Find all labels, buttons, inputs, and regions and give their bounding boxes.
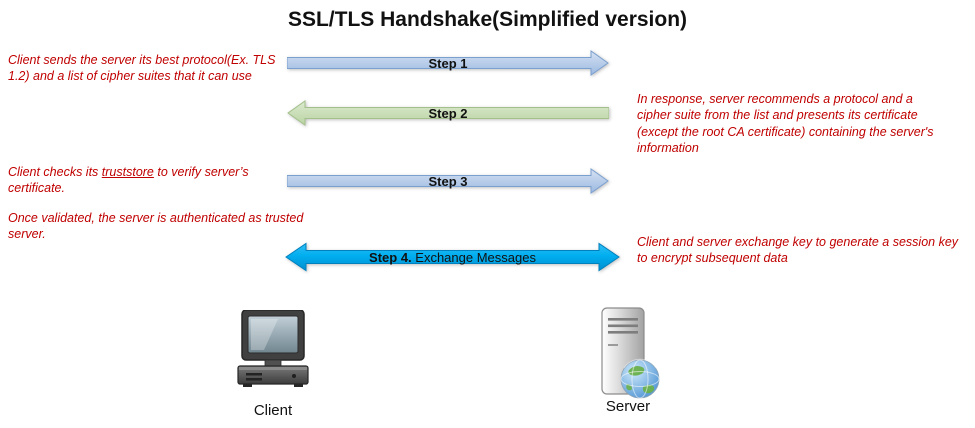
step4-arrow: Step 4. Exchange Messages bbox=[285, 242, 620, 272]
note-client-truststore: Client checks its truststore to verify s… bbox=[8, 164, 300, 197]
left-arrow-shape bbox=[287, 100, 609, 126]
client-label: Client bbox=[253, 402, 293, 419]
note-key-exchange: Client and server exchange key to genera… bbox=[637, 235, 959, 266]
note-truststore-post: to verify server’s certificate. bbox=[8, 165, 249, 196]
step1-arrow: Step 1 bbox=[287, 50, 609, 76]
diagram-title: SSL/TLS Handshake(Simplified version) bbox=[287, 8, 688, 31]
note-server-authenticated: Once validated, the server is authentica… bbox=[8, 211, 304, 242]
client-computer-icon bbox=[228, 309, 318, 405]
step3-arrow: Step 3 bbox=[287, 168, 609, 194]
server-label: Server bbox=[605, 398, 651, 415]
step1-label: Step 1 bbox=[428, 55, 468, 71]
note-truststore-pre: Client checks its bbox=[8, 165, 102, 179]
double-arrow-shape bbox=[285, 242, 620, 272]
step2-label: Step 2 bbox=[428, 105, 468, 121]
right-arrow-shape bbox=[287, 50, 609, 76]
step2-arrow: Step 2 bbox=[287, 100, 609, 126]
step3-label: Step 3 bbox=[428, 173, 468, 189]
note-truststore-word: truststore bbox=[101, 165, 154, 179]
right-arrow-shape bbox=[287, 168, 609, 194]
note-server-response: In response, server recommends a protoco… bbox=[637, 92, 934, 155]
server-icon bbox=[596, 306, 662, 411]
note-client-protocol: Client sends the server its best protoco… bbox=[8, 53, 276, 84]
step4-label-rest: Exchange Messages bbox=[411, 249, 536, 265]
step4-label-bold: Step 4. bbox=[369, 249, 412, 265]
step4-label: Step 4. Exchange Messages bbox=[285, 242, 620, 272]
